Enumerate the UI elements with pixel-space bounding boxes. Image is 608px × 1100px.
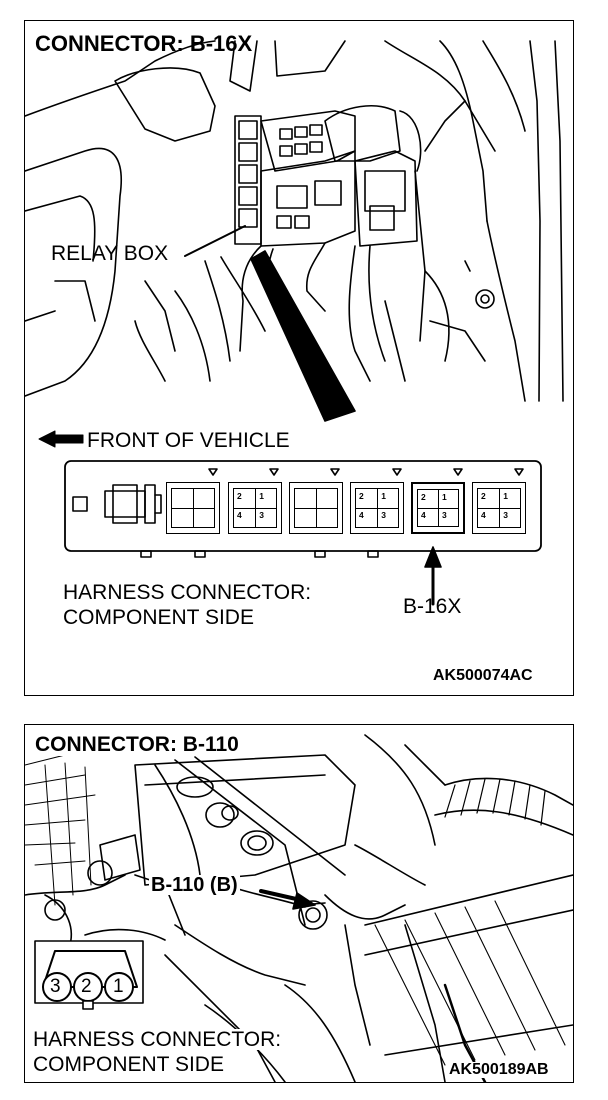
connector-cell: 2 1 4 3 (350, 482, 404, 534)
pin-number: 2 (481, 491, 486, 501)
pin-number: 2 (359, 491, 364, 501)
connector-cell: 2 1 4 3 (228, 482, 282, 534)
engine-bay-drawing (25, 40, 564, 606)
pin-number: 3 (381, 509, 386, 520)
pin-number: 4 (421, 509, 426, 520)
relay-box-label: RELAY BOX (51, 242, 169, 265)
pin-number: 2 (421, 492, 426, 502)
pin-number: 3 (503, 509, 508, 520)
b16x-pointer-label: B-16X (403, 595, 462, 618)
harness-connector-label: HARNESS CONNECTOR: (63, 581, 312, 604)
pin-3-label: 3 (50, 976, 61, 997)
engine-drawing (25, 734, 573, 1082)
harness-connector-label: HARNESS CONNECTOR: (31, 1028, 284, 1051)
front-of-vehicle-label: FRONT OF VEHICLE (87, 429, 290, 452)
pin-number: 1 (503, 491, 508, 501)
pin-number: 1 (442, 492, 447, 502)
connector-cell (289, 482, 343, 534)
pin-1-label: 1 (113, 976, 124, 997)
component-side-label: COMPONENT SIDE (63, 606, 254, 629)
connector-cell: 2 1 4 3 (472, 482, 526, 534)
connector-b110-panel: 3 2 1 CONNECTOR: B-110 B-110 (B) HARNESS… (24, 724, 574, 1083)
component-side-label: COMPONENT SIDE (31, 1053, 226, 1076)
connector-b16x-panel: 2 1 4 3 2 1 4 3 2 1 4 3 2 1 4 3 CONNECTOR: B-16X RELAY … (24, 20, 574, 696)
pin-number: 4 (481, 509, 486, 520)
panel-title: CONNECTOR: B-16X (35, 31, 253, 56)
b110-callout: B-110 (B) (149, 874, 240, 896)
pin-number: 1 (259, 491, 264, 501)
pin-number: 4 (237, 509, 242, 520)
pin-2-label: 2 (81, 976, 92, 997)
connector-cell (166, 482, 220, 534)
panel-title: CONNECTOR: B-110 (31, 733, 243, 756)
b16x-connector: 2 1 4 3 (411, 482, 465, 534)
pin-number: 3 (442, 509, 447, 520)
pin-number: 3 (259, 509, 264, 520)
pin-number: 4 (359, 509, 364, 520)
figure-code: AK500189AB (447, 1061, 551, 1078)
pin-number: 1 (381, 491, 386, 501)
pin-number: 2 (237, 491, 242, 501)
figure-code: AK500074AC (433, 667, 533, 684)
